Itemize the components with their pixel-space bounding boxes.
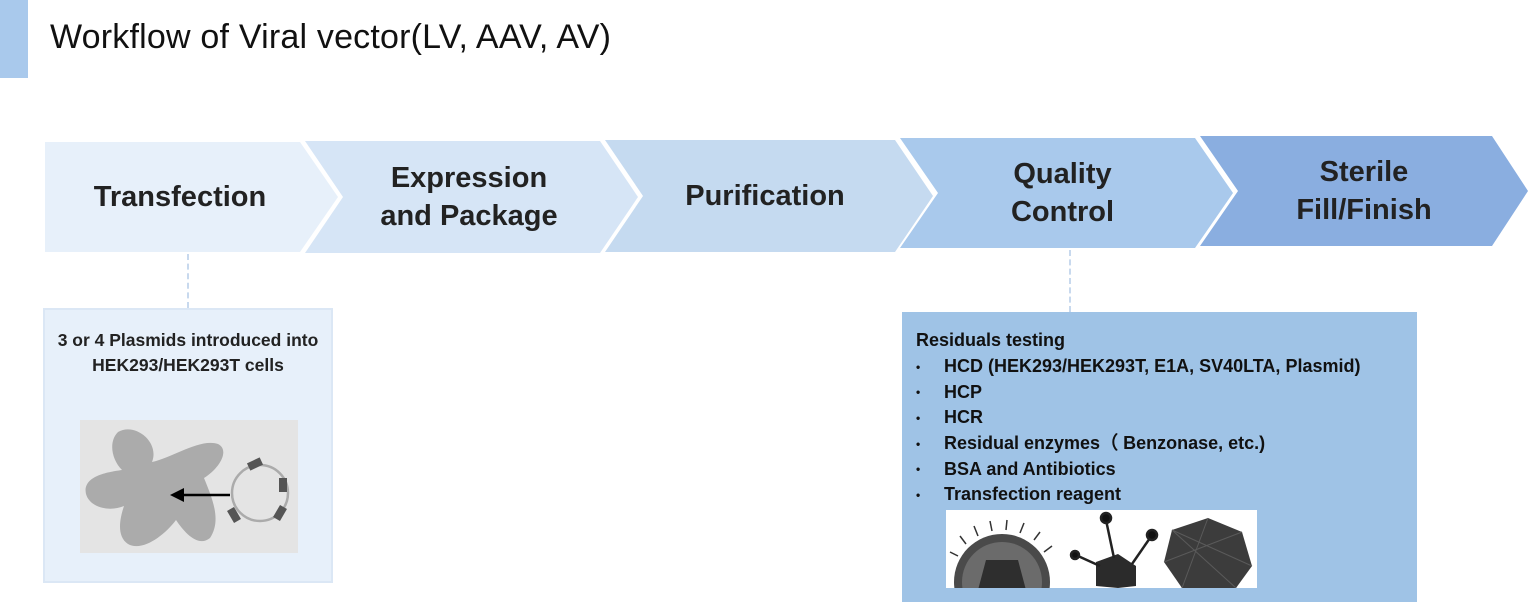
step-label-fill-finish: Sterile Fill/Finish (1296, 156, 1432, 226)
bullet-icon: • (916, 385, 921, 400)
residuals-list: • HCD (HEK293/HEK293T, E1A, SV40LTA, Plas… (916, 354, 1360, 508)
step-label-quality-control: Quality Control (1010, 158, 1115, 228)
step-label-transfection: Transfection (93, 181, 267, 213)
bullet-icon: • (916, 359, 921, 374)
workflow-chevrons (45, 136, 1528, 253)
page-title: Workflow of Viral vector(LV, AAV, AV) (50, 18, 612, 56)
connector-transfection (187, 254, 189, 308)
list-item: • Residual enzymes（ Benzonase, etc.) (916, 431, 1360, 457)
transfection-detail-box: 3 or 4 Plasmids introduced into HEK293/H… (43, 308, 333, 583)
list-item: • Transfection reagent (916, 482, 1360, 508)
residual-item-label: BSA and Antibiotics (944, 458, 1116, 479)
connector-quality-control (1069, 250, 1071, 312)
list-item: • HCR (916, 405, 1360, 431)
step-label-purification: Purification (685, 180, 845, 212)
list-item: • HCD (HEK293/HEK293T, E1A, SV40LTA, Plas… (916, 354, 1360, 380)
chevron-transfection (45, 142, 338, 252)
cell-plasmid-icon (80, 420, 298, 553)
step-label-expression: Expression and Package (380, 162, 558, 232)
chevron-expression (305, 141, 638, 253)
residual-item-label: HCR (944, 407, 983, 428)
residuals-heading: Residuals testing (916, 330, 1066, 350)
chevron-quality-control (900, 138, 1233, 248)
residual-item-label: Transfection reagent (944, 484, 1122, 505)
title-accent-bar (0, 0, 28, 78)
bullet-icon: • (916, 488, 921, 503)
chevron-purification (605, 140, 933, 252)
list-item: • HCP (916, 380, 1360, 406)
qc-detail-box: Residuals testing • HCD (HEK293/HEK293T, … (902, 312, 1417, 602)
chevron-fill-finish (1200, 136, 1528, 246)
residual-item-label: HCP (944, 381, 983, 402)
bullet-icon: • (916, 462, 921, 477)
bullet-icon: • (916, 411, 921, 426)
residual-item-label: HCD (HEK293/HEK293T, E1A, SV40LTA, Plasm… (944, 356, 1361, 376)
list-item: • BSA and Antibiotics (916, 457, 1360, 483)
virus-micrograph-images (946, 510, 1257, 588)
bullet-icon: • (916, 436, 921, 451)
transfection-description: 3 or 4 Plasmids introduced into HEK293/H… (57, 330, 319, 375)
residual-item-label: Residual enzymes（ Benzonase, etc.) (944, 432, 1266, 453)
